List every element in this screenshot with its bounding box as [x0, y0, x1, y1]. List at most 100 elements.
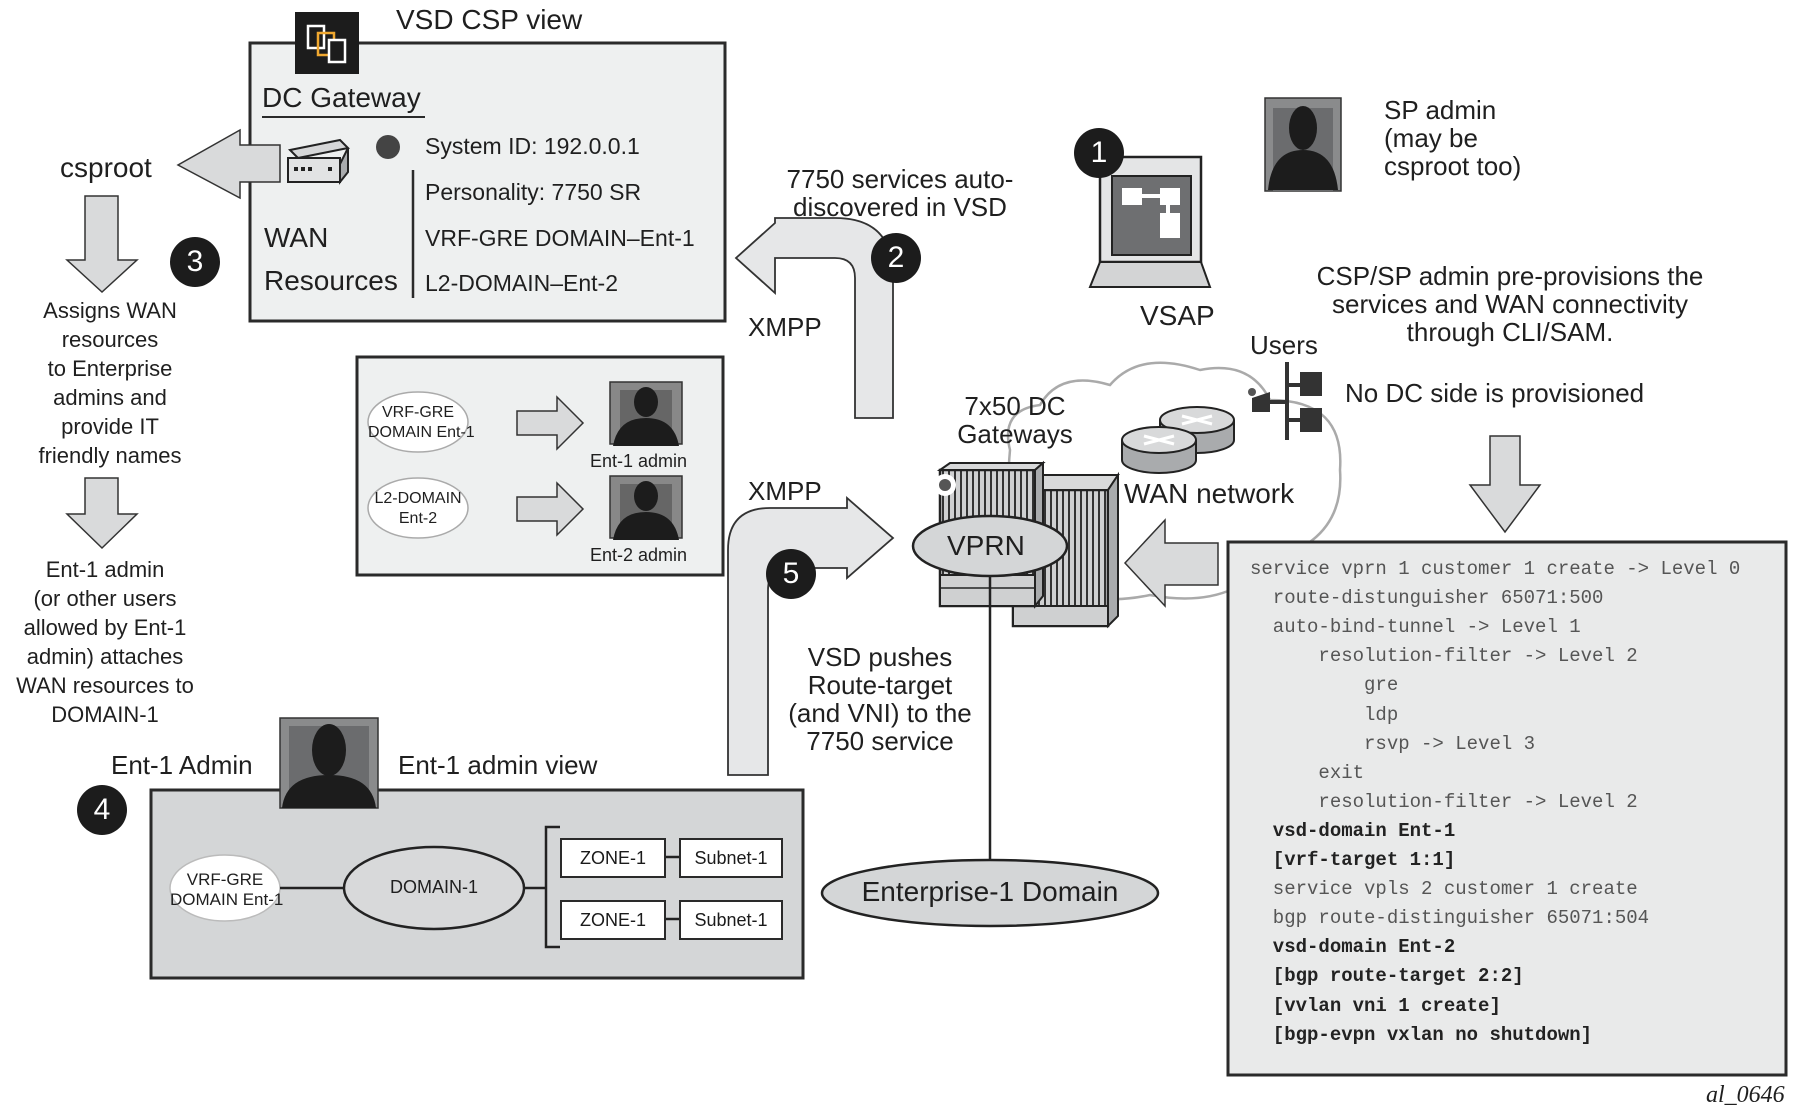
cli-line: vsd-domain Ent-1: [1250, 819, 1456, 842]
ent1-admin-avatar-icon: [279, 717, 379, 809]
cli-line: bgp route-distinguisher 65071:504: [1250, 907, 1650, 930]
cloud-vrf-gre-ent1-label: VRF-GRE DOMAIN Ent-1: [170, 870, 284, 910]
no-dc-provisioned-label: No DC side is provisioned: [1345, 378, 1645, 408]
wan-resources-label-line2: Resources: [264, 265, 398, 296]
cli-line: auto-bind-tunnel -> Level 1: [1250, 616, 1581, 639]
domain1-label[interactable]: DOMAIN-1: [389, 877, 478, 897]
step-2-badge: 2: [871, 233, 921, 283]
ent1-admin-title: Ent-1 Admin: [111, 750, 253, 780]
push-text-line: 7750 service: [806, 726, 954, 756]
wan-resource-item[interactable]: L2-DOMAIN–Ent-2: [425, 270, 619, 296]
autodiscover-line: 7750 services auto-: [786, 164, 1014, 194]
ent1-admin-view-title: Ent-1 admin view: [398, 750, 598, 780]
ent1-admin-avatar-icon: [609, 381, 683, 446]
cli-line: exit: [1250, 761, 1365, 784]
push-text-line: VSD pushes: [807, 642, 953, 672]
users-label: Users: [1250, 330, 1318, 360]
gateways-line: 7x50 DC: [964, 391, 1066, 421]
push-text-line: Route-target: [807, 670, 953, 700]
arrow-down-ent1: [65, 477, 139, 550]
ent2-admin-label: Ent-2 admin: [590, 545, 688, 565]
cli-line: rsvp -> Level 3: [1250, 732, 1536, 755]
cli-line: [vrf-target 1:1]: [1250, 849, 1456, 871]
arrow-left-to-csproot: [176, 128, 281, 200]
step-3-badge: 3: [170, 237, 220, 287]
zone-box[interactable]: ZONE-1: [560, 838, 666, 878]
gateway-device-icon: [287, 138, 351, 185]
sp-admin-line: (may be: [1384, 123, 1478, 153]
figure-id: al_0646: [1706, 1082, 1785, 1108]
provision-line: CSP/SP admin pre-provisions the: [1316, 261, 1704, 291]
cli-line: route-distunguisher 65071:500: [1250, 587, 1604, 610]
ent1-text-line: allowed by Ent-1: [23, 615, 187, 640]
gateways-line: Gateways: [957, 419, 1073, 449]
ent1-admin-label: Ent-1 admin: [590, 451, 688, 471]
vsap-laptop-icon: [1088, 155, 1212, 288]
step-4-badge: 4: [77, 785, 127, 835]
assign-text-line: resources: [61, 327, 159, 352]
ent1-text-line: admin) attaches: [26, 644, 184, 669]
cli-line: gre: [1250, 674, 1399, 697]
assign-text-line: provide IT: [61, 414, 159, 439]
enterprise-domain-label: Enterprise-1 Domain: [861, 876, 1119, 907]
cli-line: ldp: [1250, 703, 1399, 726]
personality: Personality: 7750 SR: [425, 179, 642, 205]
ent1-text-line: (or other users: [33, 586, 177, 611]
cli-line: [bgp route-target 2:2]: [1250, 965, 1524, 988]
cli-line: service vpls 2 customer 1 create: [1250, 878, 1638, 901]
assign-text-line: Assigns WAN: [43, 298, 177, 323]
cloud-label-line: L2-DOMAIN: [374, 490, 462, 507]
sp-admin-line: SP admin: [1384, 95, 1497, 125]
subnet-box[interactable]: Subnet-1: [679, 838, 783, 878]
ent1-text-line: WAN resources to: [16, 673, 194, 698]
wan-resources-label-line1: WAN: [264, 222, 329, 253]
cli-line: service vprn 1 customer 1 create -> Leve…: [1250, 558, 1741, 580]
cloud-label-line: VRF-GRE: [382, 404, 454, 421]
arrow-down-assign: [65, 195, 139, 294]
cli-line: [vvlan vni 1 create]: [1250, 994, 1501, 1017]
cli-line: vsd-domain Ent-2: [1250, 936, 1456, 959]
subnet-box[interactable]: Subnet-1: [679, 900, 783, 940]
dc-gateways-label: 7x50 DC Gateways: [940, 392, 1090, 448]
cli-line: [bgp-evpn vxlan no shutdown]: [1250, 1023, 1593, 1046]
xmpp-label-step2: XMPP: [748, 312, 822, 342]
arrow-cli-to-gateway: [1123, 518, 1219, 608]
cloud-l2-domain-icon: [367, 477, 469, 539]
sp-admin-label: SP admin (may be csproot too): [1384, 96, 1521, 180]
arrow-to-ent1-admin: [516, 395, 585, 451]
dc-gateway-heading: DC Gateway: [262, 82, 421, 113]
assign-wan-description: Assigns WAN resources to Enterprise admi…: [0, 296, 220, 470]
step-5-badge: 5: [766, 549, 816, 599]
autodiscover-line: discovered in VSD: [793, 192, 1007, 222]
zones-bracket: [544, 825, 560, 949]
cloud-l2-domain-label: L2-DOMAIN Ent-2: [368, 489, 468, 529]
zone-box[interactable]: ZONE-1: [560, 900, 666, 940]
wan-network-label: WAN network: [1124, 478, 1295, 509]
vsd-push-description: VSD pushes Route-target (and VNI) to the…: [775, 643, 985, 755]
step-1-badge: 1: [1074, 128, 1124, 178]
sp-admin-line: csproot too): [1384, 151, 1522, 181]
vsap-label: VSAP: [1140, 300, 1215, 331]
arrow-down-to-cli: [1468, 435, 1542, 534]
csproot-label: csproot: [60, 152, 152, 183]
assign-text-line: to Enterprise: [47, 356, 173, 381]
vprn-label: VPRN: [947, 530, 1025, 561]
autodiscover-description: 7750 services auto- discovered in VSD: [760, 165, 1040, 221]
ent1-text-line: DOMAIN-1: [51, 702, 159, 727]
cli-line: resolution-filter -> Level 2: [1250, 790, 1638, 813]
cloud-label-line: Ent-2: [398, 510, 438, 527]
cloud-label-line: DOMAIN Ent-1: [170, 890, 284, 909]
arrow-to-ent2-admin: [516, 481, 585, 537]
users-tree-icon: [1248, 362, 1322, 440]
enterprise-domain-ellipse: [820, 858, 1160, 928]
push-text-line: (and VNI) to the: [788, 698, 972, 728]
wan-resource-item[interactable]: VRF-GRE DOMAIN–Ent-1: [425, 225, 695, 251]
cloud-label-line: DOMAIN Ent-1: [368, 424, 475, 441]
ent2-admin-avatar-icon: [609, 475, 683, 540]
vsd-csp-view-title: VSD CSP view: [396, 4, 583, 35]
system-id: System ID: 192.0.0.1: [425, 133, 640, 159]
assign-text-line: admins and: [53, 385, 167, 410]
provision-line: through CLI/SAM.: [1406, 317, 1614, 347]
